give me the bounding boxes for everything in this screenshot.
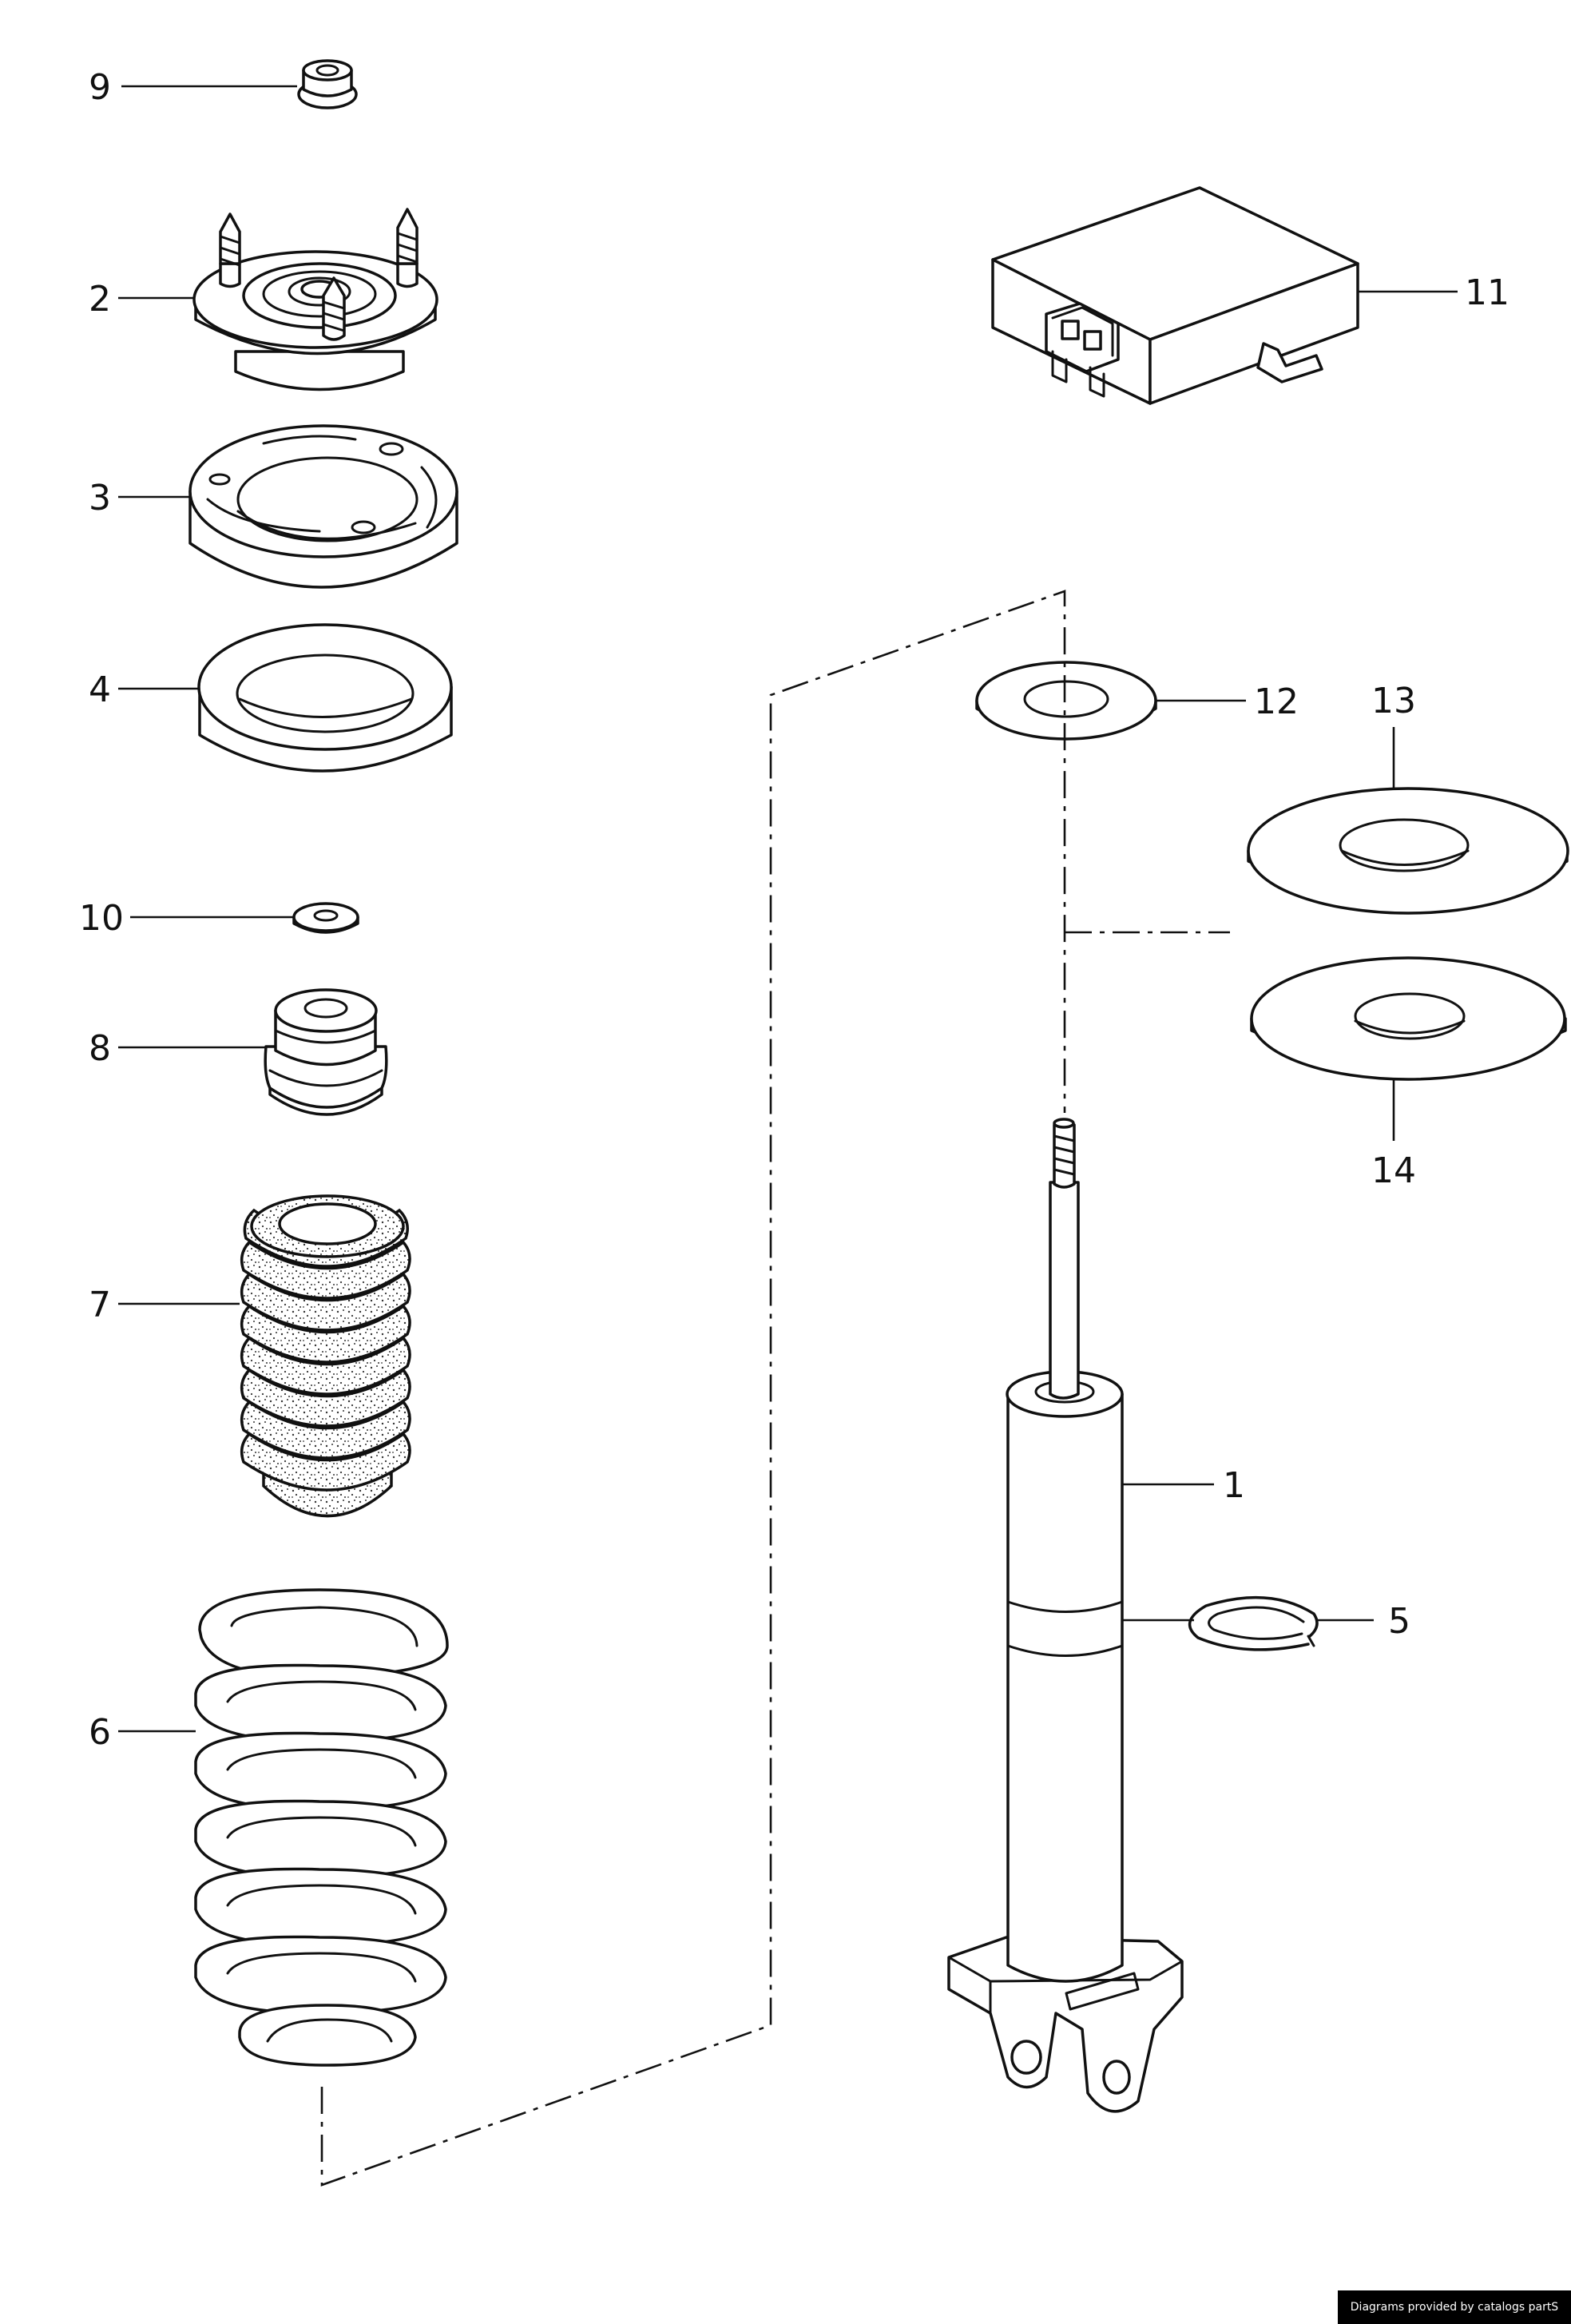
callout-7: 7 <box>89 1285 111 1325</box>
part-3-spacer-ring <box>188 424 458 589</box>
callout-9: 9 <box>89 67 111 108</box>
credit-bar: Diagrams provided by catalogs partS <box>1338 2290 1571 2324</box>
part-6-coil-spring <box>194 1588 449 2067</box>
part-5-circlip <box>1188 1595 1319 1651</box>
part-2-top-mount <box>192 208 438 391</box>
callout-6: 6 <box>89 1712 111 1753</box>
callout-14: 14 <box>1371 1150 1416 1191</box>
part-8-bump-stop <box>264 988 388 1116</box>
part-4-spacer <box>197 623 453 773</box>
callout-11: 11 <box>1465 272 1510 313</box>
callout-4: 4 <box>89 669 111 710</box>
part-12-washer <box>975 661 1157 741</box>
part-9-flange-nut <box>297 59 358 109</box>
callout-5: 5 <box>1388 1601 1410 1642</box>
part-11-control-unit <box>991 186 1359 405</box>
callout-2: 2 <box>89 279 111 320</box>
assembly-line-left <box>320 590 1066 2187</box>
part-10-washer <box>292 902 359 934</box>
part-13-plate-washer <box>1247 787 1569 915</box>
callout-12: 12 <box>1254 681 1299 722</box>
part-7-dust-boot <box>240 1194 411 1518</box>
part-14-plate-washer <box>1250 956 1567 1081</box>
callout-13: 13 <box>1371 681 1416 721</box>
leader-lines <box>118 85 1458 1733</box>
callout-1: 1 <box>1223 1465 1245 1506</box>
callout-8: 8 <box>89 1028 111 1069</box>
callout-3: 3 <box>89 478 111 518</box>
credit-text: Diagrams provided by catalogs partS <box>1350 2301 1559 2314</box>
callout-10: 10 <box>79 898 124 939</box>
part-1-shock-absorber <box>947 1118 1184 2113</box>
